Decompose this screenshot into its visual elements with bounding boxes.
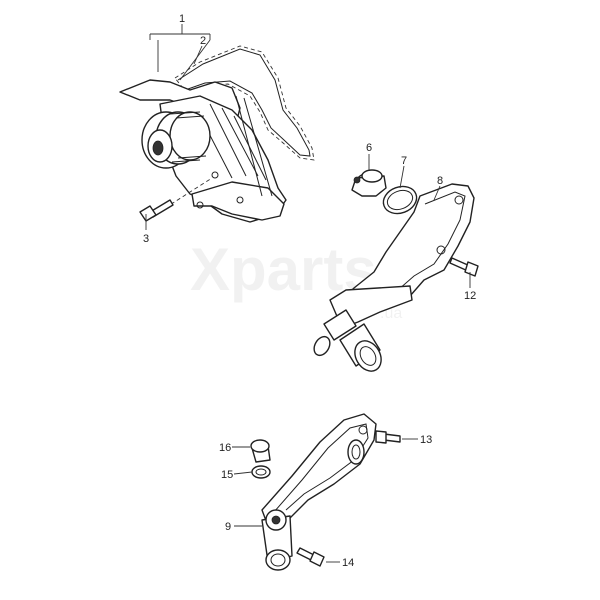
callout-14: 14: [342, 557, 354, 569]
bolt-icon: [375, 430, 401, 444]
leader-lines: [145, 24, 471, 563]
callout-8: 8: [437, 175, 443, 187]
bolt-icon: [139, 177, 213, 222]
callout-16: 16: [219, 442, 231, 454]
seal-ring-icon: [251, 465, 271, 479]
callout-6: 6: [366, 142, 372, 154]
callout-3: 3: [143, 233, 149, 245]
callout-12: 12: [464, 290, 476, 302]
callout-1: 1: [179, 13, 185, 25]
callout-2: 2: [200, 35, 206, 47]
thermostat-icon: [351, 169, 387, 197]
bolt-icon: [449, 257, 479, 277]
watermark: Xparts .ua: [190, 236, 402, 322]
callout-13: 13: [420, 434, 432, 446]
coolant-pipe-lower-icon: [261, 413, 377, 571]
callout-9: 9: [225, 521, 231, 533]
gasket-icon: [174, 45, 315, 161]
callouts: 1 2 3 6 7 8 12 16 15 13 9 14: [143, 13, 476, 569]
callout-15: 15: [221, 469, 233, 481]
water-pump-icon: [119, 79, 287, 223]
callout-7: 7: [401, 155, 407, 167]
coolant-pipe-upper-icon: [313, 183, 475, 372]
o-ring-icon: [382, 185, 418, 215]
bolt-icon: [296, 547, 325, 567]
plug-icon: [250, 439, 271, 463]
